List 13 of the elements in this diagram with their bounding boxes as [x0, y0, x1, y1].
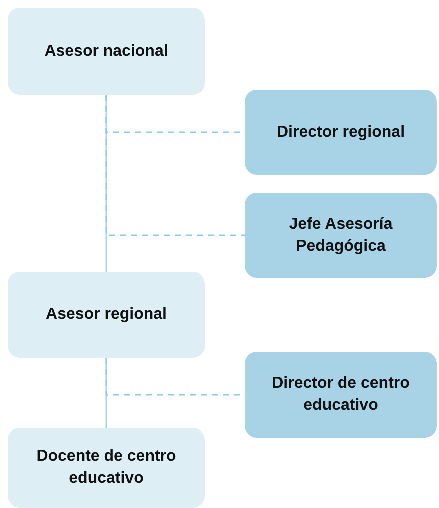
position-box: [8, 272, 205, 358]
role-title: Docente de centro educativo: [36, 447, 178, 489]
role-box: [245, 90, 437, 175]
role-title: Asesor regional: [46, 305, 167, 326]
role-box: [245, 352, 437, 438]
role-title: Jefe Asesoría Pedagógica: [288, 214, 394, 256]
dashed-connector: [106, 95, 245, 236]
position-box: [8, 428, 205, 508]
role-box: [245, 193, 437, 278]
role-title: Director de centro educativo: [271, 374, 411, 416]
role-title: Director regional: [276, 122, 406, 143]
role-title: Asesor nacional: [44, 42, 168, 62]
position-box: [8, 8, 205, 95]
